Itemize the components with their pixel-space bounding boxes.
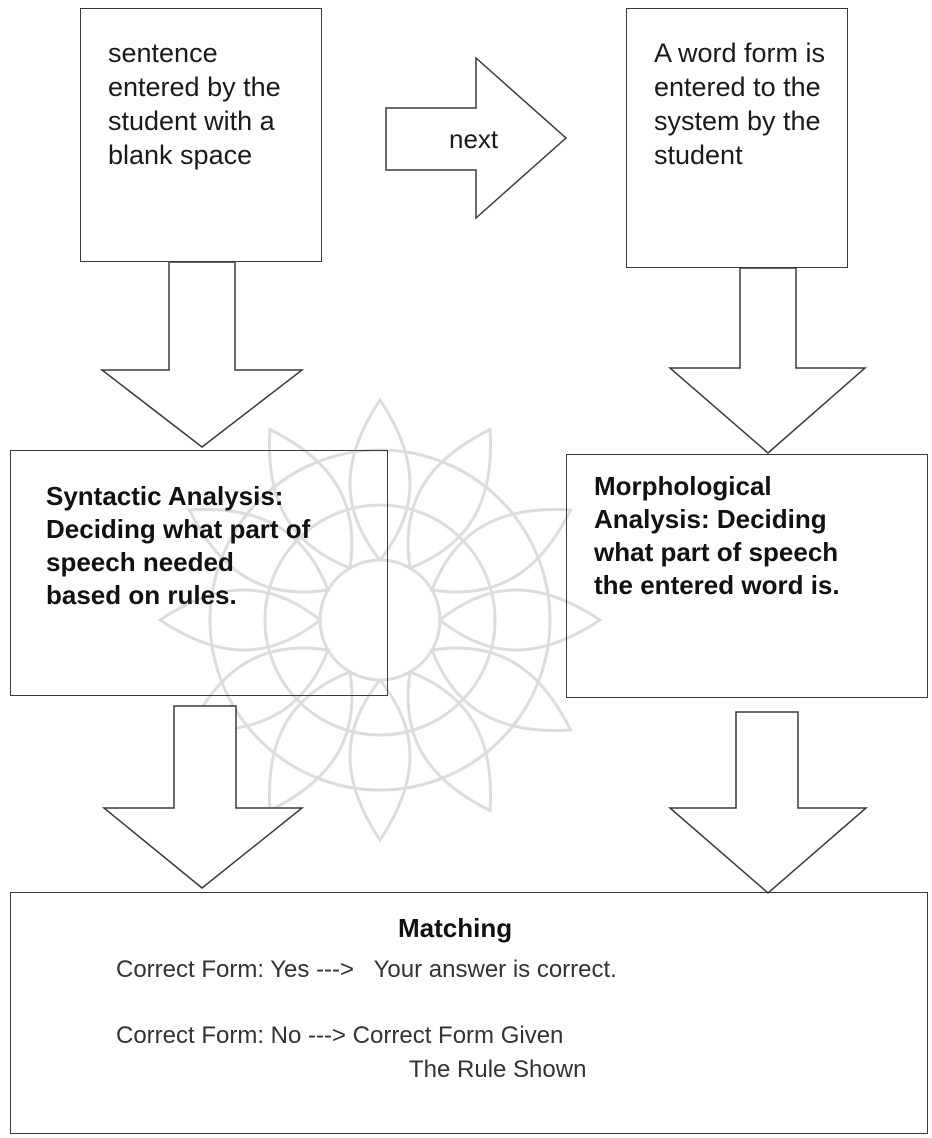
matching-title: Matching: [398, 913, 513, 943]
syntactic-analysis-text: Syntactic Analysis: Deciding what part o…: [46, 480, 376, 612]
syntactic-line-2: Deciding what part of: [46, 514, 311, 544]
morphological-line-4: the entered word is.: [594, 570, 840, 600]
right-arrow-next: [385, 56, 568, 220]
sentence-entry-line-4: blank space: [108, 140, 253, 170]
matching-rule-line: The Rule Shown: [409, 1056, 587, 1083]
matching-yes-line: Correct Form: Yes ---> Your answer is co…: [116, 956, 617, 983]
morphological-analysis-text: Morphological Analysis: Deciding what pa…: [594, 470, 924, 602]
word-form-line-3: system by the: [654, 106, 821, 136]
morphological-analysis-box: [566, 454, 928, 698]
matching-box: [10, 892, 928, 1134]
word-form-line-4: student: [654, 140, 743, 170]
syntactic-line-4: based on rules.: [46, 580, 237, 610]
morphological-line-1: Morphological: [594, 471, 772, 501]
down-arrow-left-bottom: [101, 705, 305, 889]
syntactic-line-3: speech needed: [46, 547, 234, 577]
down-arrow-right-top: [667, 267, 867, 454]
word-form-entry-text: A word form is entered to the system by …: [654, 36, 844, 172]
morphological-line-3: what part of speech: [594, 537, 839, 567]
syntactic-line-1: Syntactic Analysis:: [46, 481, 284, 511]
down-arrow-left-top: [99, 261, 305, 448]
next-arrow-label: next: [449, 124, 499, 154]
word-form-entry-box: [626, 8, 848, 268]
word-form-line-2: entered to the: [654, 72, 821, 102]
matching-no-line: Correct Form: No ---> Correct Form Given: [116, 1022, 564, 1049]
sentence-entry-text: sentence entered by the student with a b…: [108, 36, 308, 172]
sentence-entry-line-2: entered by the: [108, 72, 281, 102]
word-form-line-1: A word form is: [654, 38, 826, 68]
syntactic-analysis-box: [10, 450, 388, 696]
sentence-entry-box: [80, 8, 322, 262]
morphological-line-2: Analysis: Deciding: [594, 504, 827, 534]
sentence-entry-line-1: sentence: [108, 38, 218, 68]
down-arrow-right-bottom: [667, 711, 869, 894]
sentence-entry-line-3: student with a: [108, 106, 275, 136]
